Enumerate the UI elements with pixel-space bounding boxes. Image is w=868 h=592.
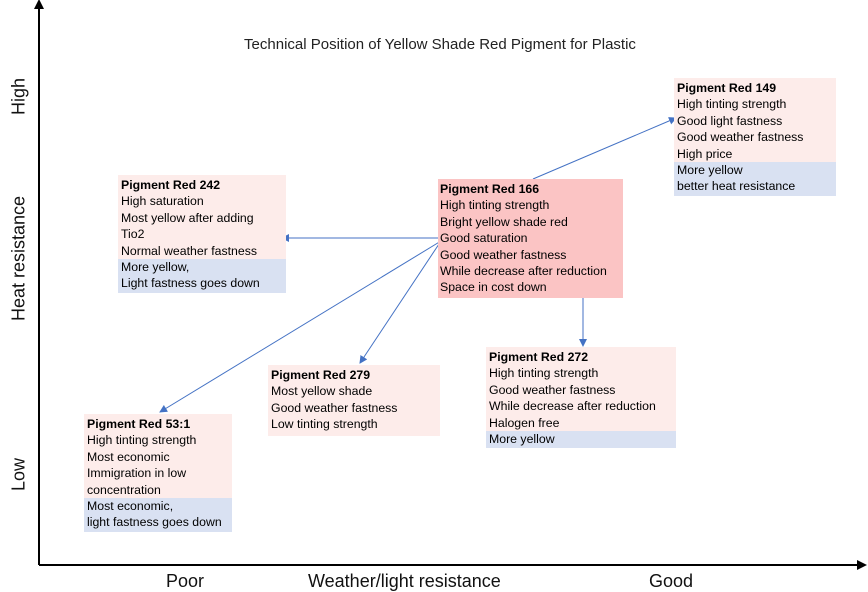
property-line: Tio2 — [121, 227, 145, 242]
property-line: Most yellow after adding — [121, 210, 254, 225]
pigment-box-red272: Pigment Red 272 High tinting strength Go… — [486, 347, 676, 449]
property-line: Most economic — [87, 449, 170, 464]
x-axis-good-label: Good — [649, 571, 694, 591]
property-line: High tinting strength — [677, 97, 787, 112]
x-axis-title: Weather/light resistance — [308, 571, 501, 591]
extra-line: More yellow — [489, 432, 555, 447]
extra-line: Most economic, — [87, 499, 174, 514]
extra-line: More yellow, — [121, 260, 190, 275]
arrow-to-red279 — [359, 240, 442, 364]
pigment-box-red242: Pigment Red 242 High saturation Most yel… — [118, 175, 286, 293]
property-line: While decrease after reduction — [440, 264, 607, 279]
property-line: Space in cost down — [440, 280, 547, 295]
property-line: High saturation — [121, 194, 204, 209]
property-line: Immigration in low — [87, 466, 187, 481]
y-axis-low-label: Low — [8, 457, 29, 492]
property-line: concentration — [87, 482, 161, 497]
pigment-box-red166: Pigment Red 166 High tinting strength Br… — [438, 179, 623, 298]
extra-line: More yellow — [677, 163, 743, 178]
pigment-name: Pigment Red 166 — [440, 182, 540, 196]
property-line: Good weather fastness — [440, 247, 567, 262]
diagram-title: Technical Position of Yellow Shade Red P… — [244, 36, 636, 53]
pigment-box-red53: Pigment Red 53:1 High tinting strength M… — [84, 414, 232, 532]
pigment-name: Pigment Red 149 — [677, 81, 777, 95]
pigment-name: Pigment Red 279 — [271, 368, 371, 382]
property-line: Low tinting strength — [271, 417, 378, 432]
pigment-box-red149: Pigment Red 149 High tinting strength Go… — [674, 78, 836, 196]
arrow-to-red53 — [159, 240, 442, 413]
property-line: While decrease after reduction — [489, 399, 656, 414]
property-line: Good saturation — [440, 231, 528, 246]
property-line: Halogen free — [489, 415, 560, 430]
extra-line: light fastness goes down — [87, 515, 222, 530]
property-line: Good light fastness — [677, 113, 783, 128]
x-axis-poor-label: Poor — [166, 571, 205, 591]
arrow-to-red149 — [532, 117, 677, 180]
property-line: Good weather fastness — [489, 382, 616, 397]
pigment-name: Pigment Red 272 — [489, 350, 589, 364]
y-axis-high-label: High — [8, 77, 29, 116]
pigment-box-red279: Pigment Red 279 Most yellow shade Good w… — [268, 365, 440, 436]
property-line: Good weather fastness — [271, 400, 398, 415]
property-line: Good weather fastness — [677, 130, 804, 145]
extra-line: Light fastness goes down — [121, 276, 260, 291]
property-line: Normal weather fastness — [121, 243, 258, 258]
property-line: High tinting strength — [440, 198, 550, 213]
pigment-name: Pigment Red 53:1 — [87, 417, 191, 431]
property-line: Bright yellow shade red — [440, 214, 568, 229]
property-line: High tinting strength — [489, 366, 599, 381]
property-line: High tinting strength — [87, 433, 197, 448]
pigment-name: Pigment Red 242 — [121, 178, 221, 192]
extra-line: better heat resistance — [677, 179, 796, 194]
y-axis-title: Heat resistance — [8, 195, 29, 322]
property-line: Most yellow shade — [271, 384, 373, 399]
property-line: High price — [677, 146, 733, 161]
